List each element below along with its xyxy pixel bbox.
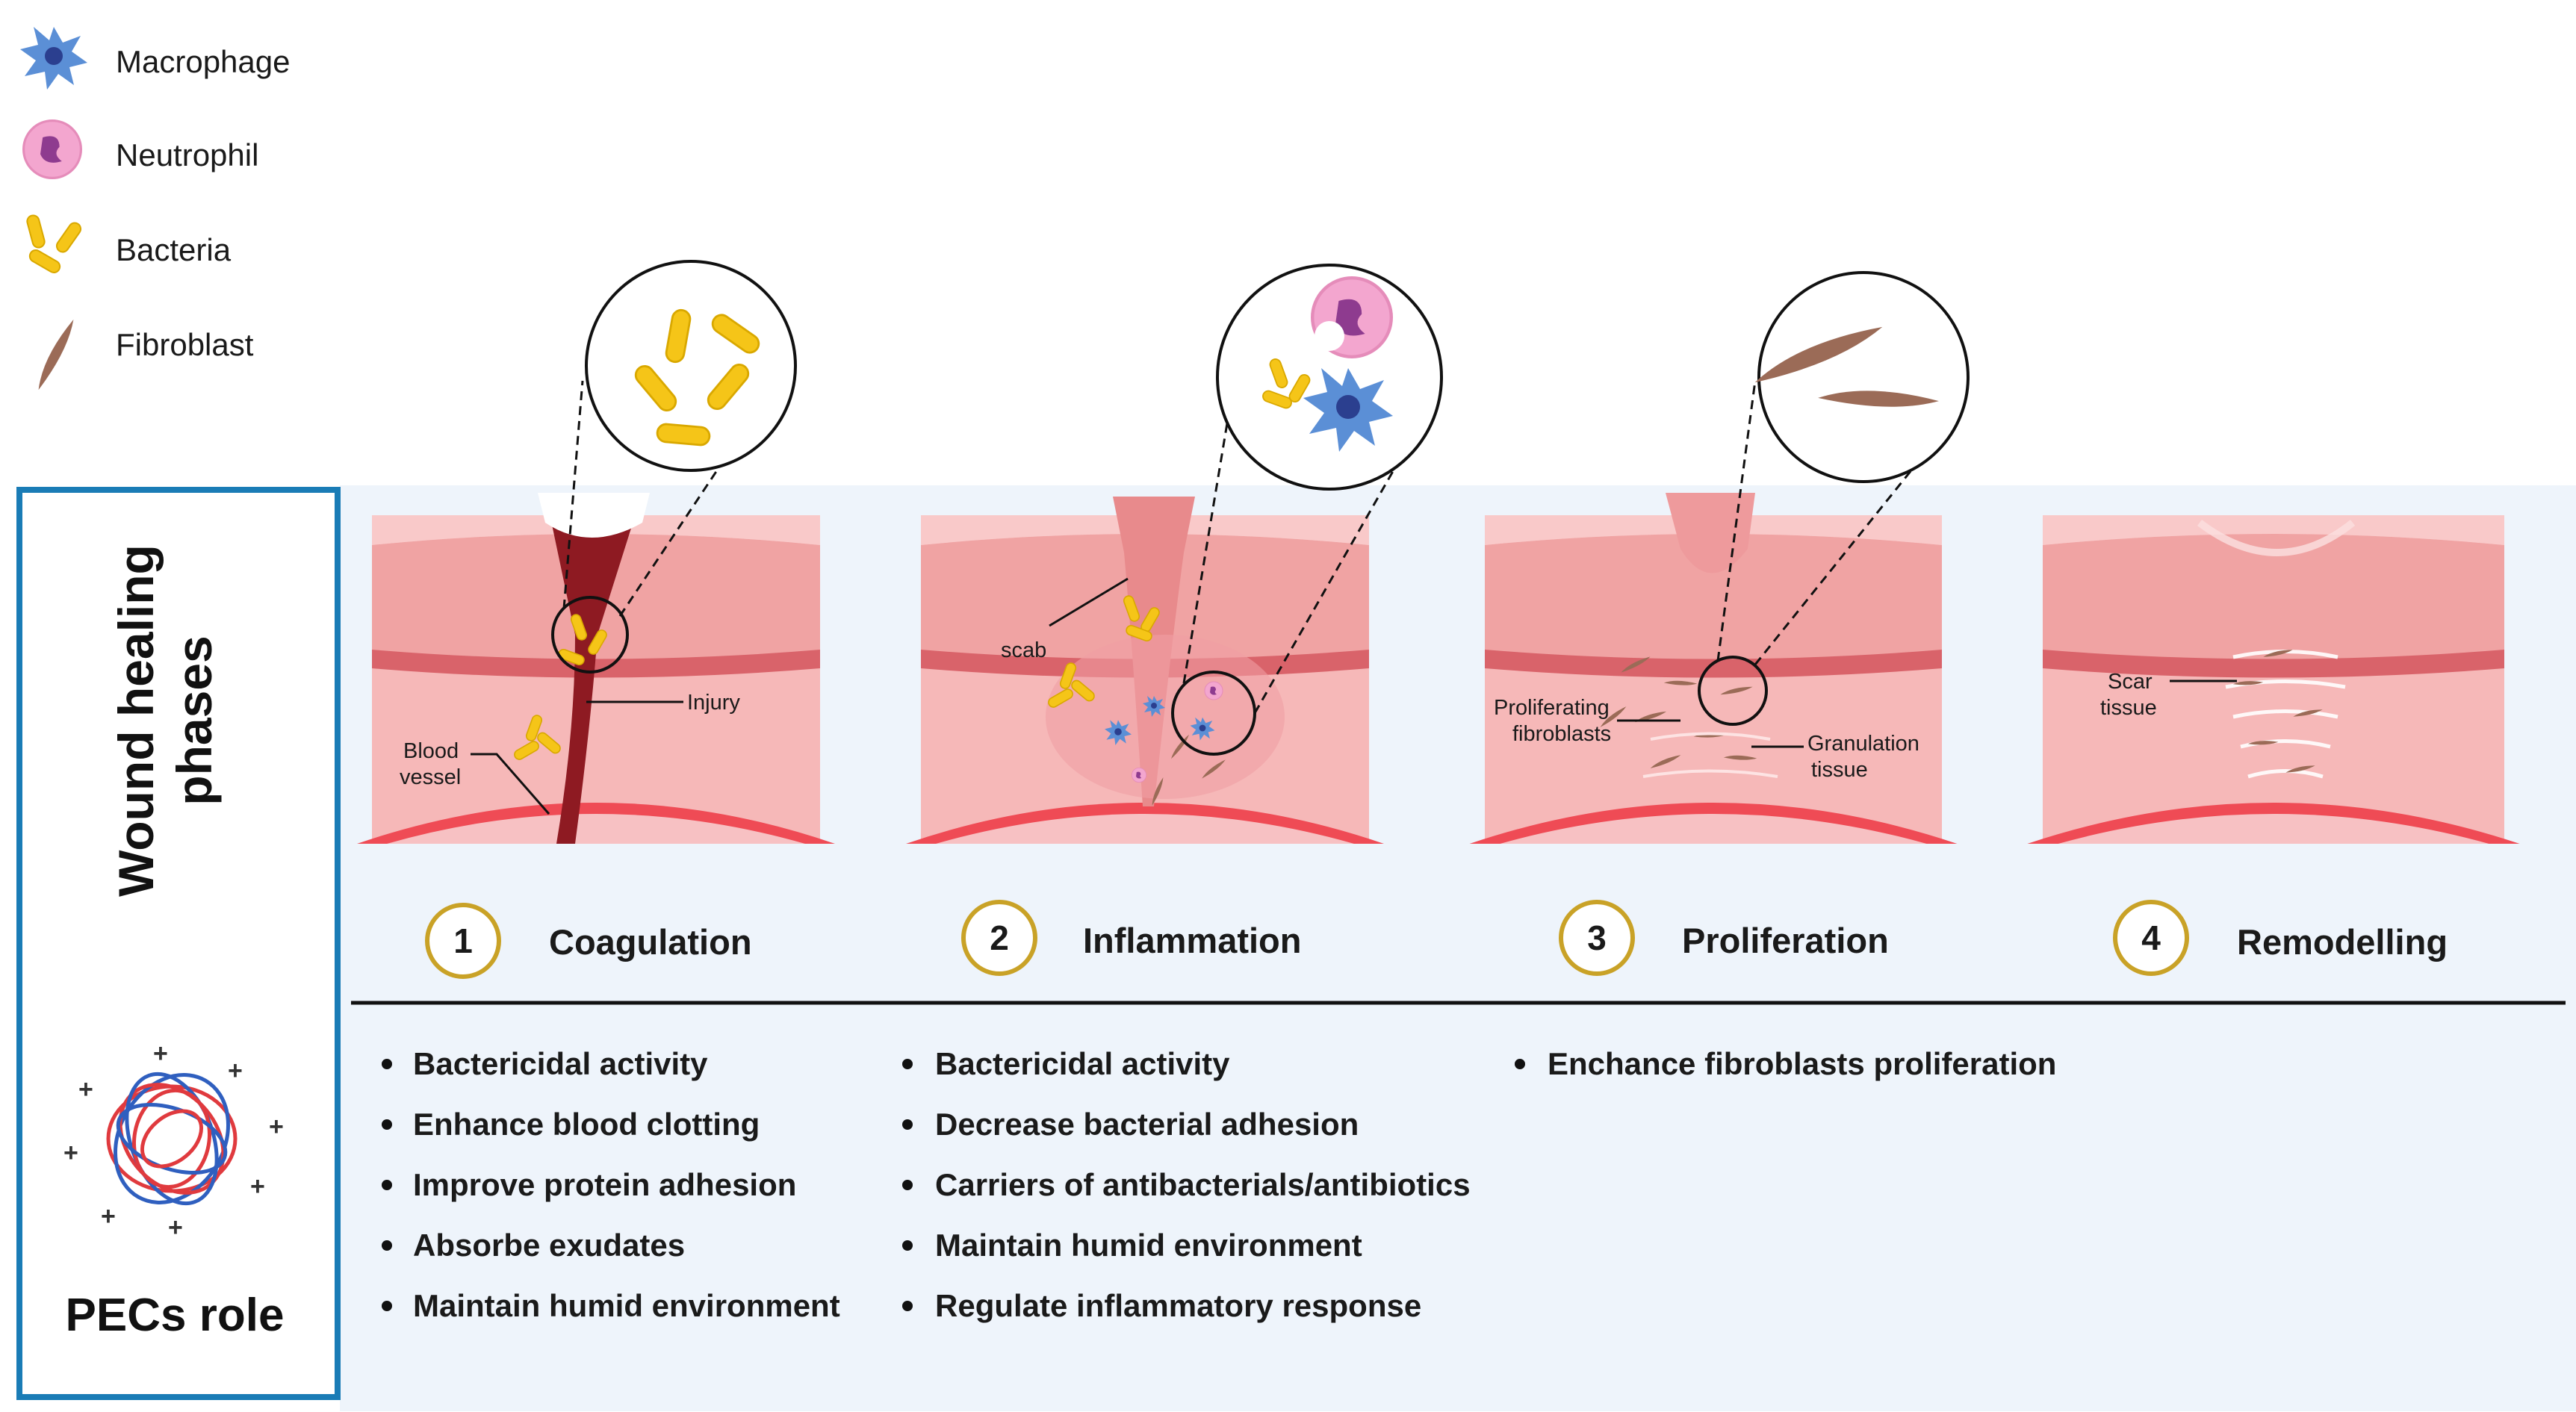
side-title-line2: phases	[167, 635, 222, 805]
label-scar-2: tissue	[2100, 696, 2157, 720]
svg-text:+: +	[250, 1172, 265, 1201]
pecs-role-label: PECs role	[66, 1290, 285, 1341]
phase-1-name: Coagulation	[549, 922, 752, 962]
phase-3-title: 3 Proliferation	[1559, 900, 1889, 976]
side-title-line1: Wound healing	[108, 544, 164, 897]
phase-1-number: 1	[453, 921, 473, 960]
macrophage-icon	[20, 27, 87, 90]
svg-text:+: +	[228, 1057, 243, 1085]
phase-4-badge	[2113, 900, 2189, 976]
phase-2-name: Inflammation	[1083, 921, 1301, 960]
bacteria-icon	[25, 213, 84, 276]
label-proliferating-1: Proliferating	[1494, 696, 1610, 720]
svg-text:+: +	[101, 1202, 116, 1231]
phase-3-badge	[1559, 900, 1635, 976]
phase-2-illustration: scab	[906, 264, 1443, 844]
legend-label-fibroblast: Fibroblast	[116, 327, 254, 362]
role-infl-3: Carriers of antibacterials/antibiotics	[935, 1167, 1471, 1202]
label-blood-vessel-1: Blood	[403, 739, 459, 763]
svg-text:+: +	[168, 1213, 183, 1242]
role-coag-2: Enhance blood clotting	[413, 1107, 760, 1142]
legend: Macrophage Neutrophil Bacteria Fibroblas…	[20, 27, 290, 391]
label-granulation-2: tissue	[1811, 758, 1868, 782]
roles-coagulation: Bactericidal activity Enhance blood clot…	[382, 1046, 840, 1323]
label-scab: scab	[1001, 638, 1046, 662]
phase-2-badge	[961, 900, 1037, 976]
phase-1-badge	[425, 903, 501, 979]
role-infl-1: Bactericidal activity	[935, 1046, 1230, 1081]
role-infl-4: Maintain humid environment	[935, 1228, 1362, 1263]
svg-text:+: +	[269, 1113, 284, 1141]
phase-4-title: 4 Remodelling	[2113, 900, 2448, 976]
phase-3-name: Proliferation	[1682, 921, 1889, 960]
phase-4-name: Remodelling	[2237, 922, 2448, 962]
role-coag-3: Improve protein adhesion	[413, 1167, 796, 1202]
svg-text:+: +	[78, 1075, 93, 1104]
phase-4-illustration: Scar tissue	[2027, 515, 2520, 844]
label-granulation-1: Granulation	[1807, 732, 1919, 756]
legend-label-bacteria: Bacteria	[116, 232, 232, 267]
role-coag-5: Maintain humid environment	[413, 1288, 840, 1323]
roles-proliferation: Enchance fibroblasts proliferation	[1515, 1046, 2056, 1081]
neutrophil-icon	[22, 119, 83, 179]
legend-label-macrophage: Macrophage	[116, 44, 290, 79]
phase-1-illustration: Injury Blood vessel	[357, 260, 835, 844]
role-coag-1: Bactericidal activity	[413, 1046, 708, 1081]
phase-3-number: 3	[1587, 918, 1607, 957]
side-title: Wound healing phases	[108, 544, 222, 897]
svg-text:+: +	[63, 1139, 78, 1167]
side-frame	[16, 487, 341, 1400]
phase-4-number: 4	[2141, 918, 2161, 957]
pec-fiber-icon: + + + + + + + +	[63, 1039, 284, 1242]
role-infl-5: Regulate inflammatory response	[935, 1288, 1421, 1323]
phase-1-title: 1 Coagulation	[425, 903, 752, 979]
roles-inflammation: Bactericidal activity Decrease bacterial…	[902, 1046, 1471, 1323]
phase-2-number: 2	[990, 918, 1009, 957]
label-blood-vessel-2: vessel	[400, 765, 461, 789]
label-injury: Injury	[687, 691, 740, 715]
phase-3-illustration: Proliferating fibroblasts Granulation ti…	[1469, 271, 1970, 844]
role-infl-2: Decrease bacterial adhesion	[935, 1107, 1359, 1142]
role-prolif-1: Enchance fibroblasts proliferation	[1548, 1046, 2056, 1081]
label-proliferating-2: fibroblasts	[1512, 722, 1611, 746]
legend-label-neutrophil: Neutrophil	[116, 137, 258, 172]
label-scar-1: Scar	[2108, 670, 2153, 694]
fibroblast-icon	[28, 319, 84, 391]
role-coag-4: Absorbe exudates	[413, 1228, 685, 1263]
phase-2-title: 2 Inflammation	[961, 900, 1301, 976]
svg-text:+: +	[153, 1039, 168, 1068]
